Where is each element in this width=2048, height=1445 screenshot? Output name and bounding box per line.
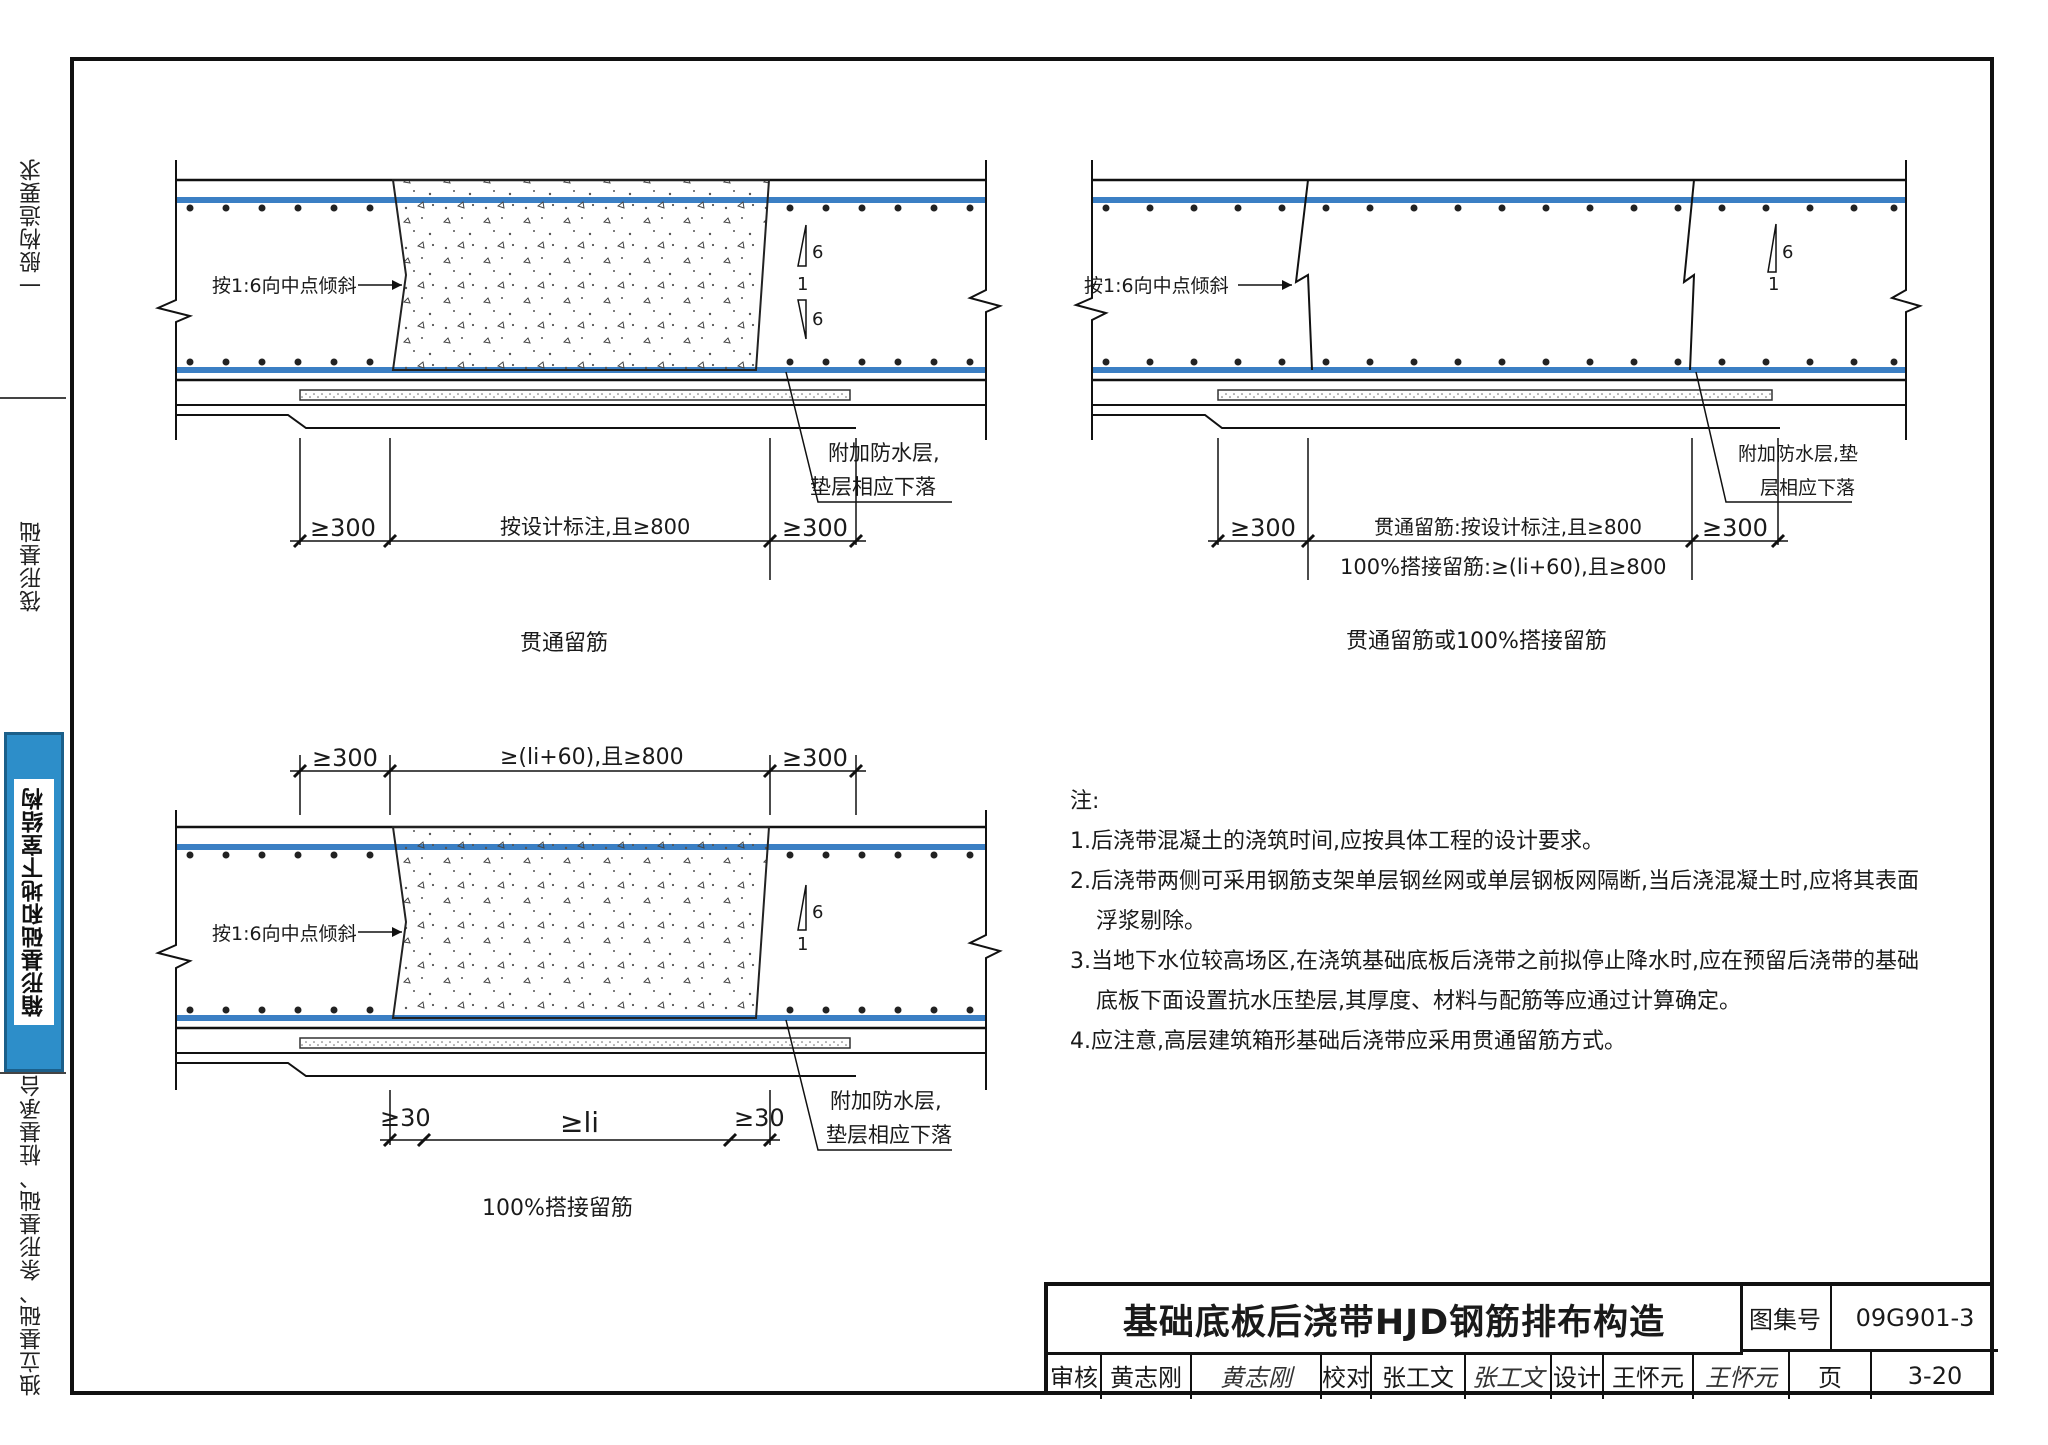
page-label: 页 [1790,1352,1872,1399]
tr-dim-mid1: 贯通留筋:按设计标注,且≥800 [1374,515,1642,539]
atlas-label: 图集号 [1740,1286,1832,1352]
designer-signature: 王怀元 [1694,1352,1790,1399]
bl-ratio-b: 1 [797,934,808,955]
side-tab-isolated[interactable]: 独立基础、条形基础、桩基承台 [0,1072,66,1396]
checker-name: 张工文 [1372,1352,1466,1399]
bl-waterproof-2: 垫层相应下落 [826,1123,952,1147]
drawing-frame [70,57,1994,1395]
tr-ratio-a: 6 [1782,242,1793,263]
tr-dim-right: ≥300 [1702,514,1768,542]
title-block: 基础底板后浇带HJD钢筋排布构造 图集号 09G901-3 审核 黄志刚 黄志刚… [1044,1282,1998,1399]
side-tab-raft[interactable]: 筏形基础 [0,397,66,732]
check-label: 校对 [1322,1352,1372,1399]
tl-slope-label: 按1:6向中点倾斜 [212,275,357,297]
bl-ratio-a: 6 [812,902,823,923]
diagram-bottom-left: ≥300 ≥(li+60),且≥800 ≥300 按1:6向中点倾斜 6 1 附… [154,744,1003,1221]
atlas-number: 09G901-3 [1832,1286,1998,1352]
bl-waterproof-1: 附加防水层, [830,1089,942,1113]
tr-dim-mid2: 100%搭接留筋:≥(li+60),且≥800 [1340,555,1666,579]
reviewer-name: 黄志刚 [1102,1352,1192,1399]
checker-signature: 张工文 [1466,1352,1552,1399]
note-item: 2.后浇带两侧可采用钢筋支架单层钢丝网或单层钢板网隔断,当后浇混凝土时,应将其表… [1070,869,1919,934]
drawing-title: 基础底板后浇带HJD钢筋排布构造 [1048,1286,1743,1355]
tr-waterproof-2: 层相应下落 [1760,477,1855,499]
tr-waterproof-1: 附加防水层,垫 [1738,443,1858,465]
tl-dim-right: ≥300 [782,514,848,542]
diagram-top-right: 按1:6向中点倾斜 6 1 附加防水层,垫 层相应下落 ≥300 贯通留筋:按设… [1072,160,1923,654]
bl-dim-bot-right: ≥30 [734,1104,785,1132]
note-item: 3.当地下水位较高场区,在浇筑基础底板后浇带之前拟停止降水时,应在预留后浇带的基… [1070,949,1919,1014]
side-tab-box-foundation[interactable]: 箱形基础和地下室结构 [4,732,64,1072]
bl-dim-bot-left: ≥30 [380,1104,431,1132]
review-label: 审核 [1048,1352,1102,1399]
tr-ratio-b: 1 [1768,274,1779,295]
notes-heading: 注: [1070,789,1100,814]
designer-name: 王怀元 [1604,1352,1694,1399]
tl-waterproof-1: 附加防水层, [828,441,940,465]
notes-block: 注: 1.后浇带混凝土的浇筑时间,应按具体工程的设计要求。 2.后浇带两侧可采用… [1070,782,1930,1062]
tr-caption: 贯通留筋或100%搭接留筋 [1346,629,1607,654]
bl-dim-top-mid: ≥(li+60),且≥800 [500,745,684,770]
tr-slope-label: 按1:6向中点倾斜 [1084,275,1229,297]
bl-dim-top-left: ≥300 [312,744,378,772]
tl-ratio-c: 6 [812,309,823,330]
side-tab-bar: 一般构造要求 筏形基础 箱形基础和地下室结构 独立基础、条形基础、桩基承台 [0,57,70,1396]
tl-ratio-a: 6 [812,242,823,263]
tl-dim-mid: 按设计标注,且≥800 [500,515,690,539]
diagram-top-left: 按1:6向中点倾斜 6 1 6 附加防水层, 垫层相应下落 ≥300 按设计标注… [154,160,1004,656]
tl-caption: 贯通留筋 [520,631,608,656]
bl-dim-top-right: ≥300 [782,744,848,772]
design-label: 设计 [1552,1352,1604,1399]
tl-waterproof-2: 垫层相应下落 [810,475,936,499]
note-item: 1.后浇带混凝土的浇筑时间,应按具体工程的设计要求。 [1070,829,1604,854]
bl-slope-label: 按1:6向中点倾斜 [212,923,357,945]
bl-caption: 100%搭接留筋 [482,1196,633,1221]
tl-dim-left: ≥300 [310,514,376,542]
tr-dim-left: ≥300 [1230,514,1296,542]
bl-dim-bot-mid: ≥li [560,1106,599,1139]
reviewer-signature: 黄志刚 [1192,1352,1322,1399]
page-number: 3-20 [1907,1361,1963,1390]
note-item: 4.应注意,高层建筑箱形基础后浇带应采用贯通留筋方式。 [1070,1029,1626,1054]
tl-ratio-b: 1 [797,274,808,295]
